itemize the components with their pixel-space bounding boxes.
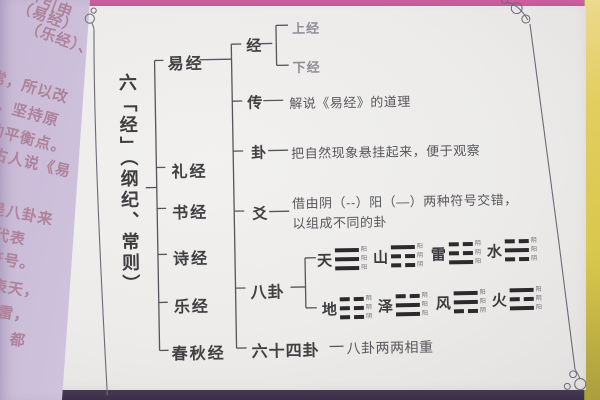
branch-lijing: 礼经 [171,163,208,182]
bagua-item-tian: 天 阳阳阳 [317,247,367,272]
trigram-zhen-icon: 阴阴阳 [448,241,481,266]
branch-yijing: 易经 [167,55,204,74]
node-xiajing: 下经 [292,59,321,76]
bagua-item-di: 地 阴阴阴 [322,296,372,321]
branch-shujing: 书经 [172,204,209,223]
trigram-gen-icon: 阳阴阴 [390,244,423,269]
tree-connectors [145,24,344,352]
bagua-char: 水 [486,243,503,261]
corner-flourish-icon [84,0,587,391]
root-label-six-classics: 六「经」（纲纪、常则） [116,72,141,296]
bagua-char: 雷 [430,246,447,264]
bagua-item-feng: 风 阳阳阴 [436,290,486,315]
bagua-item-shan: 山 阳阴阴 [373,244,423,269]
bagua-char: 天 [316,252,333,270]
zhuan-description: 解说《易经》的道理 [289,94,411,112]
node-shangjing: 上经 [291,20,321,37]
yao-description-line2: 以组成不同的卦 [292,214,388,232]
branch-yuejing: 乐经 [173,298,211,317]
trigram-qian-icon: 阳阳阳 [334,247,367,272]
bagua-char: 火 [491,292,507,310]
node-gua: 卦 [251,145,268,162]
bagua-char: 泽 [377,298,394,316]
branch-chunqiu: 春秋经 [171,345,226,364]
node-jing: 经 [246,38,263,55]
bagua-item-lei: 雷 阴阴阳 [431,241,481,266]
trigram-li-icon: 阳阴阳 [509,287,542,312]
branch-shijing: 诗经 [172,250,210,269]
trigram-xun-icon: 阳阳阴 [453,290,486,315]
sixtyfour-gua-description: 八卦两两相重 [346,338,434,357]
bagua-char: 山 [372,249,389,267]
bagua-char: 风 [435,295,451,313]
node-yao: 爻 [252,206,269,223]
bagua-item-huo: 火 阳阴阳 [492,287,542,312]
gua-description: 把自然现象悬挂起来，便于观察 [291,142,481,162]
node-sixtyfour-gua: 六十四卦 [251,342,320,361]
bagua-item-ze: 泽 阴阳阳 [378,293,428,318]
trigram-dui-icon: 阴阳阳 [395,293,428,318]
node-zhuan: 传 [247,95,264,112]
bagua-char: 地 [321,301,338,319]
node-bagua: 八卦 [250,284,285,302]
trigram-kun-icon: 阴阴阴 [339,296,372,321]
page-border-lines [93,23,576,396]
yao-description-line1: 借由阴（--）阳（—）两种符号交错， [291,192,518,212]
trigram-kan-icon: 阴阳阴 [504,238,537,263]
bagua-item-shui: 水 阴阳阴 [487,238,537,263]
